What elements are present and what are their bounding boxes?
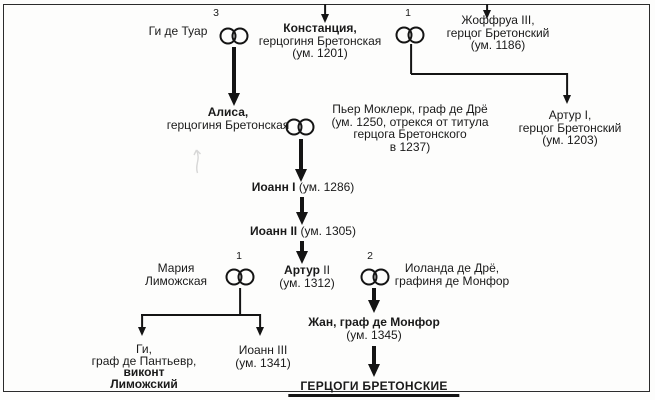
descent-line: [141, 314, 261, 316]
person-death: (ум. 1286): [298, 180, 355, 194]
person-jean-montfort: Жан, граф де Монфор (ум. 1345): [308, 316, 440, 341]
person-title: герцогиня Бретонская: [258, 33, 382, 48]
marriage-number: 2: [367, 250, 373, 262]
diagram-frame: [3, 4, 650, 392]
person-title: герцог Бретонский: [518, 120, 622, 135]
marriage-number: 1: [405, 7, 411, 19]
marriage-number: 1: [236, 250, 242, 262]
descent-line: [372, 346, 376, 364]
person-death: (ум. 1201): [292, 46, 348, 61]
person-title: герцогиня Бретонская: [166, 117, 290, 132]
person-death: (ум. 1305): [300, 224, 356, 238]
arrowhead-icon: [138, 327, 146, 336]
arrowhead-icon: [256, 327, 264, 336]
descent-line: [300, 197, 304, 212]
person-arthur-i: Артур I, герцог Бретонский (ум. 1203): [519, 109, 622, 147]
person-john-iii: Иоанн III (ум. 1341): [235, 344, 290, 369]
person-john-ii: Иоанн II (ум. 1305): [250, 225, 356, 238]
arrowhead-icon: [295, 169, 307, 182]
person-name: Жан, граф де Монфор: [308, 315, 440, 329]
descent-line: [324, 4, 326, 15]
descent-line: [566, 73, 568, 95]
person-alice: Алиса, герцогиня Бретонская: [167, 106, 290, 131]
marriage-rings-icon: [360, 268, 390, 286]
person-geoffrey-iii: Жоффруа III, герцог Бретонский (ум. 1186…: [447, 14, 550, 52]
person-name: Иоанн III: [238, 343, 288, 357]
person-name: Ги,: [136, 342, 152, 356]
person-title: герцог Бретонский: [446, 25, 550, 40]
person-arthur-ii: Артур II (ум. 1312): [279, 264, 334, 289]
person-death: (ум. 1186): [470, 38, 526, 53]
person-name: Иоланда де Дрё,: [404, 261, 500, 275]
arrowhead-icon: [483, 10, 491, 19]
person-death: (ум. 1341): [235, 355, 291, 370]
footer-dukes-of-brittany: ГЕРЦОГИ БРЕТОНСКИЕ: [288, 379, 460, 397]
descent-line: [410, 44, 412, 74]
arrowhead-icon: [563, 95, 571, 104]
person-note: в 1237): [389, 139, 431, 154]
arrowhead-icon: [368, 364, 380, 377]
person-name: Констанция,: [283, 21, 357, 35]
person-death: (ум. 1203): [542, 133, 598, 148]
arrowhead-icon: [368, 300, 380, 313]
arrowhead-icon: [296, 212, 308, 225]
person-maria-limoges: Мария Лиможская: [145, 262, 207, 287]
pencil-annotation: [193, 149, 201, 174]
person-note: герцога Бретонского: [353, 127, 467, 142]
marriage-rings-icon: [219, 27, 249, 45]
descent-line: [259, 314, 261, 327]
arrowhead-icon: [321, 14, 329, 23]
descent-line: [141, 314, 143, 327]
person-guy-penthievre: Ги, граф де Пантьевр, виконт Лиможский: [91, 342, 197, 391]
marriage-number: 3: [213, 7, 219, 19]
person-john-i: Иоанн I (ум. 1286): [252, 181, 355, 194]
person-name: Иоанн I: [251, 180, 296, 194]
descent-line: [300, 241, 304, 251]
person-pierre-mauclerc: Пьер Моклерк, граф де Дрё (ум. 1250, отр…: [331, 103, 488, 153]
descent-line: [232, 47, 236, 93]
person-guy-de-thouars: Ги де Туар: [148, 24, 208, 38]
person-name: Мария: [157, 261, 195, 275]
marriage-rings-icon: [225, 268, 255, 286]
descent-line: [486, 4, 488, 11]
person-title: графиня де Монфор: [394, 273, 510, 288]
person-title: виконт: [123, 365, 165, 380]
person-title: Лиможская: [144, 273, 208, 288]
descent-line: [411, 73, 568, 75]
person-constance: Констанция, герцогиня Бретонская (ум. 12…: [259, 22, 382, 60]
arrowhead-icon: [228, 93, 240, 106]
person-name: Артур II: [284, 263, 330, 277]
person-death: (ум. 1312): [279, 275, 335, 290]
person-yolande-dreux: Иоланда де Дрё, графиня де Монфор: [395, 262, 509, 287]
person-title: Лиможский: [110, 376, 178, 391]
marriage-rings-icon: [395, 26, 425, 44]
marriage-rings-icon: [285, 118, 315, 136]
descent-line: [372, 288, 376, 300]
person-name: Иоанн II: [250, 224, 298, 238]
descent-line: [299, 139, 303, 169]
person-name: Артур I,: [548, 108, 592, 122]
person-death: (ум. 1345): [346, 327, 402, 342]
descent-line: [239, 288, 241, 315]
arrowhead-icon: [296, 251, 308, 264]
person-death: (ум. 1250, отрекся от титула: [331, 114, 489, 129]
person-name: Алиса,: [207, 105, 249, 119]
person-name: Пьер Моклерк, граф де Дрё: [332, 102, 488, 116]
person-name: Жоффруа III,: [461, 13, 535, 27]
person-title: граф де Пантьевр,: [91, 353, 197, 368]
